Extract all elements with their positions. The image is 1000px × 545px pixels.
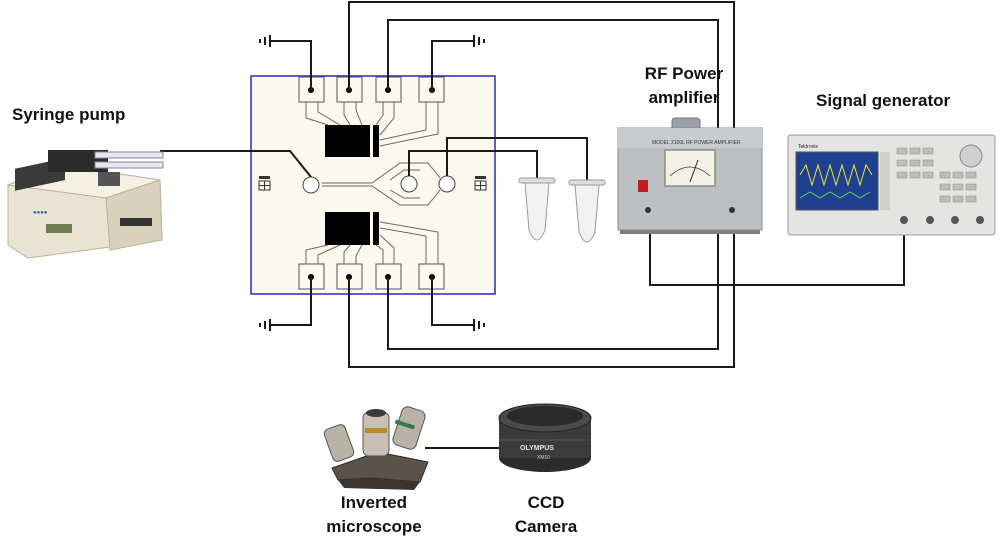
outlet-port-2 — [438, 175, 456, 193]
ground-wire — [270, 277, 312, 326]
microscope-label-line2: microscope — [326, 517, 422, 536]
microchannel — [322, 162, 441, 206]
bottom-idt-electrode-strip — [373, 212, 379, 245]
ground-wire — [431, 277, 474, 326]
ground-icon — [259, 35, 271, 47]
amp-input-connector — [645, 207, 651, 213]
rf-amplifier-illustration: MODEL 2100L RF POWER AMPLIFIER — [617, 117, 763, 234]
ground-icon — [473, 319, 485, 331]
ground-icon — [259, 319, 271, 331]
top-idt-electrode-strip — [373, 125, 379, 157]
ground-symbols — [259, 35, 485, 331]
generator-brand-text: Tektronix — [798, 144, 819, 150]
ccd-camera-illustration: OLYMPUS XM10 — [498, 403, 592, 472]
inlet-tubing — [160, 150, 312, 178]
rf-wire — [348, 228, 735, 368]
syringe-pump-illustration: ●●●● — [7, 150, 164, 259]
top-idt-electrode — [325, 125, 370, 157]
rf-wire — [348, 1, 735, 225]
ground-icon — [473, 35, 485, 47]
camera-brand-text: OLYMPUS — [520, 445, 554, 452]
generator-knob — [959, 144, 983, 168]
rf-wire — [387, 228, 719, 350]
generator-wire — [649, 222, 905, 286]
outlet-port-1 — [400, 175, 418, 193]
power-switch — [638, 180, 648, 192]
rf-amplifier-label-line1: RF Power — [644, 64, 724, 83]
syringe-pump-label: Syringe pump — [12, 105, 126, 124]
microscope-illustration — [323, 406, 429, 490]
chip-substrate — [250, 75, 496, 295]
electrode-traces — [305, 102, 439, 264]
rf-wire — [387, 19, 719, 225]
camera-label-line1: CCD — [527, 493, 565, 512]
outlet-tubing-1 — [408, 150, 538, 180]
signal-generator-illustration: Tektronix — [787, 134, 996, 236]
signal-generator-label: Signal generator — [816, 91, 951, 110]
generator-output-connector — [900, 216, 908, 224]
microscope-label-line1: Inverted — [340, 493, 408, 512]
microfluidic-chip — [250, 75, 496, 295]
pump-brand-text: ●●●● — [33, 210, 48, 216]
amplifier-model-text: MODEL 2100L RF POWER AMPLIFIER — [652, 140, 741, 146]
generator-keypad — [896, 147, 977, 203]
ground-wire — [431, 40, 474, 90]
wiring — [160, 1, 905, 449]
alignment-mark-right — [474, 176, 487, 191]
inlet-port — [302, 176, 320, 194]
alignment-mark-left — [258, 176, 271, 191]
collection-tube-1 — [518, 177, 556, 241]
camera-model-text: XM10 — [537, 455, 550, 461]
collection-tube-2 — [568, 179, 606, 243]
amp-output-connector — [729, 207, 735, 213]
ground-wire — [270, 40, 312, 90]
outlet-tubing-2 — [446, 137, 588, 182]
camera-label-line2: Camera — [514, 517, 578, 536]
bottom-idt-electrode — [325, 212, 370, 245]
rf-amplifier-label-line2: amplifier — [648, 88, 720, 107]
